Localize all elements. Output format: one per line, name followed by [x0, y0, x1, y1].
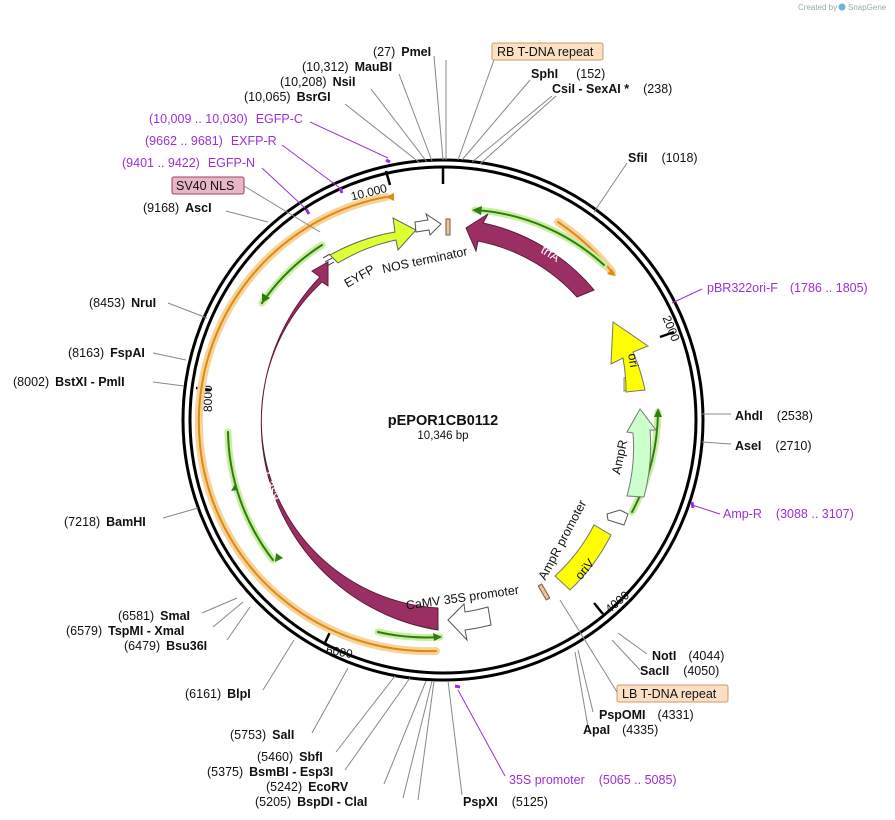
- enzyme-BsrGI: (10,065)BsrGI: [244, 90, 331, 104]
- primer-35S-promoter: 35S promoter(5065 .. 5085): [509, 773, 677, 787]
- enzyme-BlpI: (6161)BlpI: [185, 687, 251, 701]
- feature-CaMV-35S-promoter[interactable]: [447, 602, 492, 642]
- enzyme-SbfI: (5460)SbfI: [257, 750, 323, 764]
- enzyme-MauBI: (10,312)MauBI: [302, 60, 392, 74]
- tick-label-6000: 6000: [325, 643, 354, 661]
- lb-leader: [559, 599, 618, 693]
- primer-markers: [304, 158, 695, 689]
- snapgene-logo-icon: [838, 3, 846, 11]
- enzyme-BspDI-ClaI: (5205)BspDI - ClaI: [255, 795, 367, 809]
- tick-10000: [384, 170, 392, 186]
- snapgene-brand: SnapGene: [848, 3, 887, 12]
- label-NOS-terminator: NOS terminator: [381, 244, 469, 276]
- enzyme-SalI: (5753)SalI: [230, 728, 294, 742]
- enzyme-ApaI: ApaI(4335): [583, 723, 658, 737]
- enzyme-FspAI: (8163)FspAI: [68, 346, 145, 360]
- enzyme-TspMI-XmaI: (6579)TspMI - XmaI: [66, 624, 184, 638]
- enzyme-CsiI-SexAI: CsiI - SexAI *(238): [552, 82, 672, 96]
- enzyme-AseI: AseI(2710): [735, 439, 812, 453]
- nls-hatch: [322, 253, 335, 267]
- primer-pBR322ori-F: pBR322ori-F(1786 .. 1805): [707, 281, 868, 295]
- enzyme-NsiI: (10,208)NsiI: [280, 75, 356, 89]
- enzyme-PspOMI: PspOMI(4331): [599, 708, 694, 722]
- major-ticks: [195, 167, 675, 646]
- label-EYFP: EYFP: [342, 262, 377, 290]
- tick-label-2000: 2000: [660, 313, 683, 343]
- feature-oriV[interactable]: [554, 524, 612, 591]
- box-SV40-NLS[interactable]: SV40 NLS: [171, 176, 245, 195]
- enzyme-BstXI-PmlI: (8002)BstXI - PmlI: [13, 375, 125, 389]
- feature-LB-marker: [537, 583, 551, 601]
- plasmid-length: 10,346 bp: [417, 430, 468, 442]
- feature-RB-marker: [445, 218, 451, 236]
- enzyme-Bsu36I: (6479)Bsu36I: [124, 639, 207, 653]
- enzyme-PspXI: PspXI(5125): [463, 795, 548, 809]
- svg-text:SV40 NLS: SV40 NLS: [176, 179, 234, 193]
- feature-trfA[interactable]: [465, 213, 595, 298]
- label-AmpR: AmpR: [609, 439, 630, 476]
- tick-2000: [659, 330, 675, 339]
- enzyme-EcoRV: (5242)EcoRV: [266, 780, 349, 794]
- primer-leaders: [261, 121, 721, 777]
- primer-labels: (10,009 .. 10,030)EGFP-C (9662 .. 9681)E…: [122, 112, 868, 787]
- feature-Cas9[interactable]: [260, 261, 439, 631]
- tick-4000: [593, 602, 604, 615]
- created-by-text: Created by: [798, 3, 837, 12]
- primer-EXFP-R: (9662 .. 9681)EXFP-R: [145, 134, 277, 148]
- enzyme-PmeI: (27)PmeI: [373, 45, 431, 59]
- enzyme-NruI: (8453)NruI: [89, 296, 156, 310]
- orf-green-arrowheads: [231, 206, 662, 641]
- feature-AmpR[interactable]: [626, 408, 658, 498]
- plasmid-name: pEPOR1CB0112: [388, 413, 498, 429]
- svg-text:LB T-DNA repeat: LB T-DNA repeat: [622, 687, 717, 701]
- enzyme-BsmBI-Esp3I: (5375)BsmBI - Esp3I: [207, 765, 333, 779]
- enzyme-SfiI: SfiI(1018): [628, 151, 698, 165]
- enzyme-labels: (27)PmeI (10,312)MauBI (10,208)NsiI (10,…: [13, 45, 813, 809]
- enzyme-AhdI: AhdI(2538): [735, 409, 813, 423]
- enzyme-SacII: SacII(4050): [640, 664, 719, 678]
- label-ori: ori: [625, 353, 641, 369]
- enzyme-BamHI: (7218)BamHI: [64, 515, 146, 529]
- enzyme-leaders: [152, 55, 732, 801]
- label-Cas9: Cas9: [260, 470, 283, 502]
- svg-text:RB T-DNA repeat: RB T-DNA repeat: [497, 45, 594, 59]
- enzyme-NotI: NotI(4044): [652, 649, 724, 663]
- primer-EGFP-C: (10,009 .. 10,030)EGFP-C: [149, 112, 303, 126]
- nls-leader: [243, 185, 321, 233]
- enzyme-SmaI: (6581)SmaI: [118, 609, 190, 623]
- box-RB-T-DNA-repeat[interactable]: RB T-DNA repeat: [491, 42, 604, 61]
- feature-AmpR-promoter[interactable]: [606, 509, 629, 526]
- feature-ori[interactable]: [610, 321, 650, 393]
- primer-EGFP-N: (9401 .. 9422)EGFP-N: [122, 156, 255, 170]
- tick-6000: [322, 631, 332, 646]
- box-LB-T-DNA-repeat[interactable]: LB T-DNA repeat: [616, 684, 729, 703]
- feature-NOS-terminator[interactable]: [414, 212, 442, 237]
- feature-EYFP[interactable]: [329, 217, 417, 264]
- primer-Amp-R: Amp-R(3088 .. 3107): [723, 507, 854, 521]
- enzyme-AscI: (9168)AscI: [143, 201, 212, 215]
- orf-arrowheads: [386, 193, 616, 276]
- orf-bands-orange: [194, 193, 616, 656]
- enzyme-SphI: SphI(152): [531, 67, 605, 81]
